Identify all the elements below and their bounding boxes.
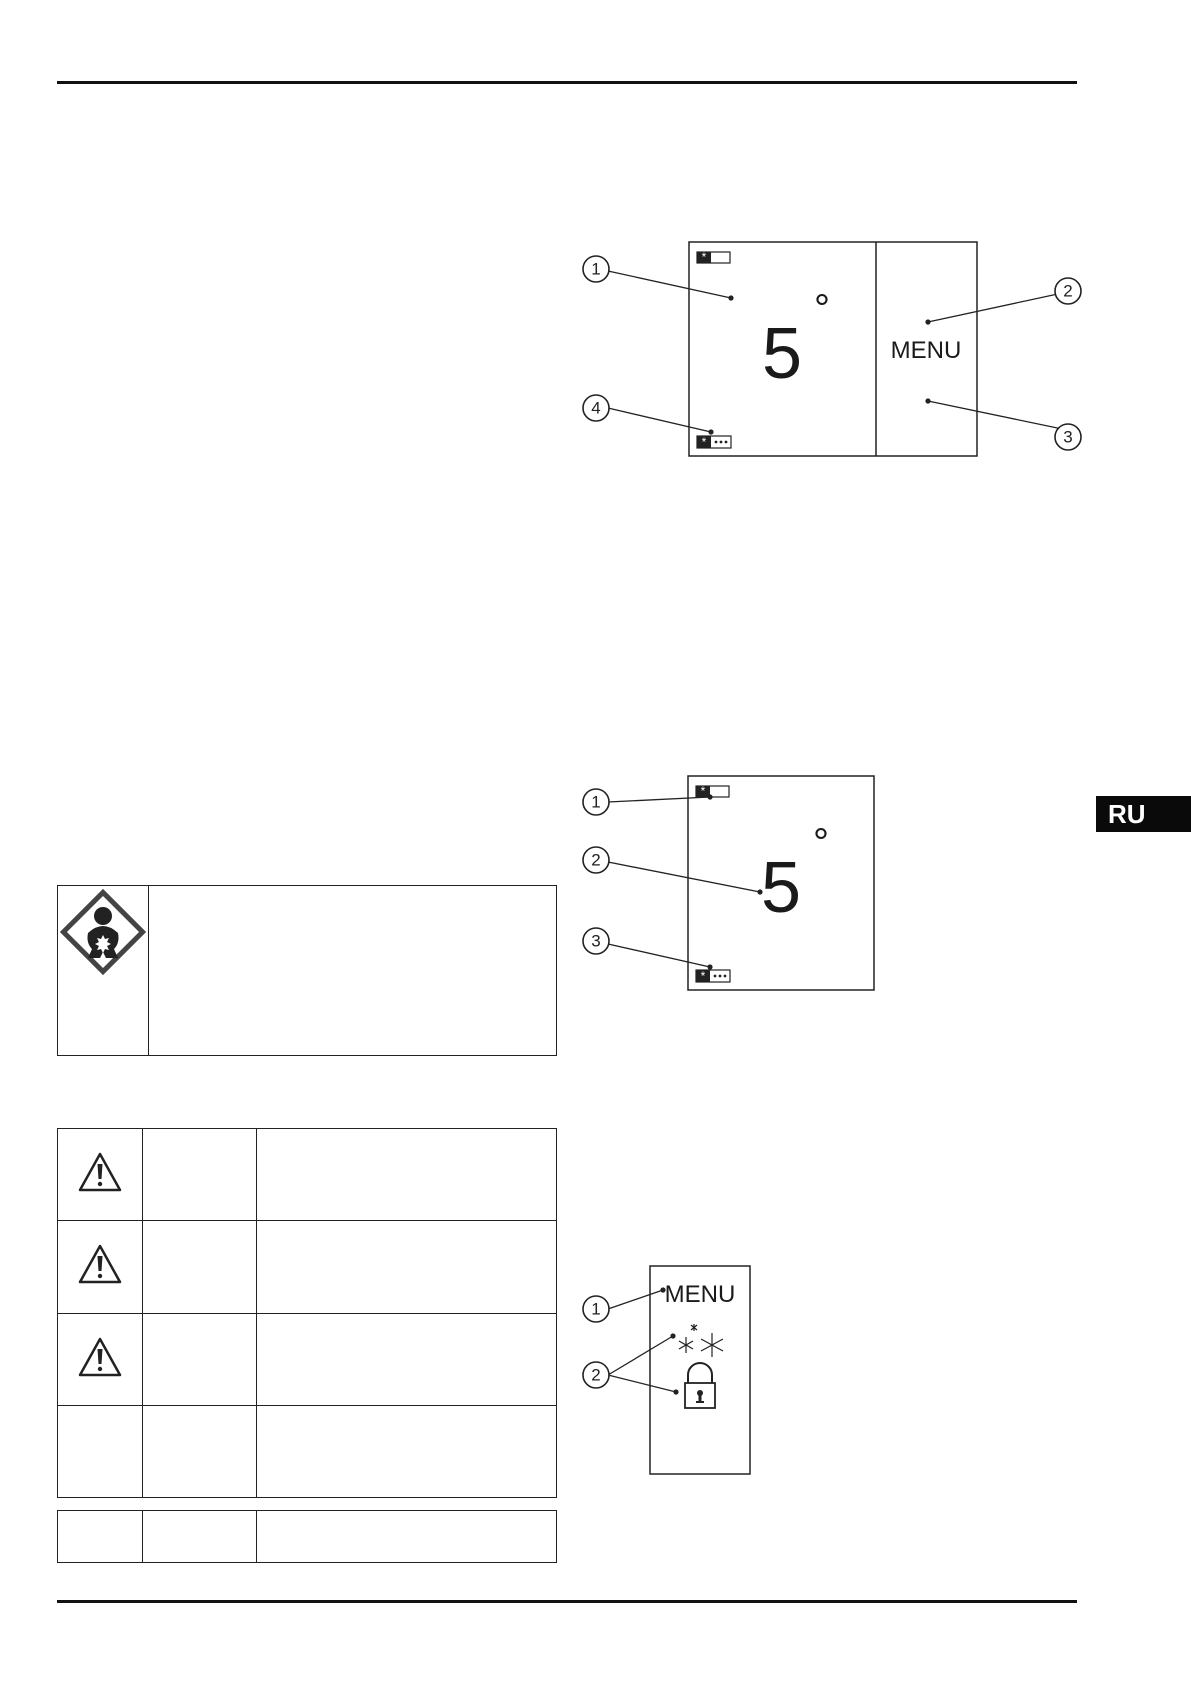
svg-text:3: 3	[591, 932, 600, 951]
table-row	[57, 1404, 557, 1499]
supercool-snowflake-icon	[678, 1324, 724, 1357]
fridge-snowflake-indicator-icon: *	[695, 784, 730, 798]
temperature-value: 5	[762, 314, 802, 394]
callout-3: 3	[582, 927, 610, 955]
callout-3: 3	[1054, 423, 1082, 451]
signal-word-cell	[142, 1404, 257, 1499]
display-frame	[688, 241, 978, 457]
figure-menu-panel: MENU 1 2	[570, 1262, 770, 1482]
menu-label: MENU	[665, 1281, 736, 1308]
svg-text:2: 2	[591, 1366, 600, 1385]
svg-text:*: *	[701, 784, 706, 798]
lock-icon	[684, 1362, 716, 1409]
degree-symbol: °	[813, 821, 829, 865]
fridge-snowflake-indicator-icon: *	[696, 250, 731, 264]
callout-2: 2	[582, 846, 610, 874]
svg-text:1: 1	[591, 793, 600, 812]
freezer-snowflake-indicator-icon: *	[695, 969, 731, 983]
callout-1: 1	[582, 788, 610, 816]
callout-4: 4	[582, 394, 610, 422]
table-row	[57, 1127, 557, 1222]
table-row	[57, 1510, 557, 1563]
warning-levels-table	[57, 1127, 557, 1499]
signal-word-cell	[142, 1127, 257, 1222]
degree-symbol: °	[814, 287, 830, 331]
description-cell	[256, 1404, 557, 1499]
note-label-cell	[142, 1510, 257, 1563]
note-text-cell	[256, 1510, 557, 1563]
display-frame	[687, 775, 875, 991]
warning-icon-cell	[57, 1404, 143, 1499]
callout-1: 1	[582, 1295, 610, 1323]
description-cell	[256, 1127, 557, 1222]
bottom-rule	[57, 1600, 1077, 1603]
health-hazard-box	[57, 885, 557, 1056]
top-rule	[57, 81, 1077, 84]
svg-text:*: *	[701, 969, 706, 983]
figure-display-simple: * * 5 ° 1 2 3	[570, 772, 880, 998]
hazard-text-cell	[148, 885, 557, 1056]
panel-frame	[649, 1265, 751, 1475]
svg-text:1: 1	[591, 1300, 600, 1319]
description-cell	[256, 1312, 557, 1406]
warning-triangle-icon	[78, 1152, 122, 1192]
warning-icon-cell	[57, 1220, 143, 1314]
svg-text:2: 2	[1063, 282, 1072, 301]
note-table	[57, 1510, 557, 1563]
language-tab: RU	[1096, 796, 1191, 832]
svg-text:4: 4	[591, 399, 600, 418]
svg-text:1: 1	[591, 260, 600, 279]
callout-1: 1	[582, 255, 610, 283]
callout-2: 2	[582, 1361, 610, 1389]
health-hazard-icon	[59, 888, 147, 976]
signal-word-cell	[142, 1220, 257, 1314]
signal-word-cell	[142, 1312, 257, 1406]
description-cell	[256, 1220, 557, 1314]
warning-triangle-icon	[78, 1337, 122, 1376]
warning-icon-cell	[57, 1312, 143, 1406]
menu-label: MENU	[891, 337, 962, 364]
warning-triangle-icon	[78, 1245, 122, 1284]
table-row	[57, 1220, 557, 1314]
svg-text:*: *	[702, 250, 707, 264]
freezer-snowflake-indicator-icon: *	[696, 435, 732, 449]
warning-icon-cell	[57, 1127, 143, 1222]
table-row	[57, 1312, 557, 1406]
figure-display-with-menu: * * 5 ° MENU 1 2 3 4	[570, 236, 1090, 462]
hazard-icon-cell	[57, 885, 149, 1056]
svg-text:*: *	[702, 435, 707, 449]
temperature-value: 5	[761, 848, 801, 928]
svg-text:3: 3	[1063, 428, 1072, 447]
svg-text:2: 2	[591, 851, 600, 870]
callout-2: 2	[1054, 277, 1082, 305]
note-icon-cell	[57, 1510, 143, 1563]
